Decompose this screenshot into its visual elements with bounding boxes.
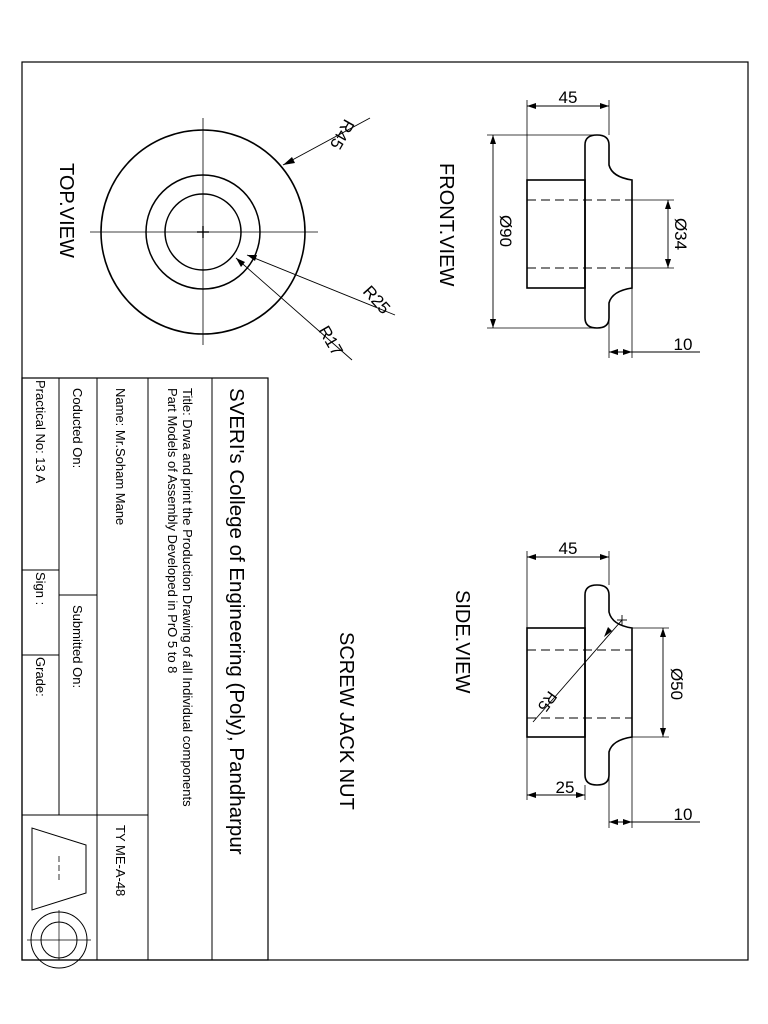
dim-side-length: 25 [556, 778, 575, 797]
side-view: R5 45 Ø50 25 10 SIDE.VIEW [451, 539, 700, 828]
title-line-2: Part Models of Assembly Developed in PrO… [165, 388, 180, 673]
front-flange-outline [584, 134, 633, 329]
sign-field: Sign : [33, 572, 48, 605]
submitted-on: Submitted On: [70, 605, 85, 688]
dim-r45: R45 [326, 116, 358, 153]
label-front-view: FRONT.VIEW [435, 163, 457, 286]
leader-r5 [532, 619, 623, 723]
dim-front-flange: 10 [674, 335, 693, 354]
conducted-on: Coducted On: [70, 388, 85, 468]
dim-side-dia: Ø50 [667, 668, 686, 700]
dim-side-width: 45 [559, 539, 578, 558]
roll-number: TY ME-A-48 [113, 825, 128, 896]
dim-front-bore-dia: Ø34 [671, 218, 690, 250]
leader-r45 [282, 117, 371, 166]
third-angle-projection-icon [27, 827, 91, 969]
practical-no: Practical No: 13 A [33, 380, 48, 484]
leader-r25 [246, 254, 396, 316]
dim-r17: R17 [315, 323, 347, 360]
grade-field: Grade: [33, 657, 48, 697]
side-flange-outline [584, 584, 633, 786]
top-view: R45 R25 R17 TOP.VIEW [55, 116, 396, 361]
front-view: 45 Ø90 Ø34 10 FRONT.VIEW [435, 88, 700, 358]
sheet-border [21, 61, 749, 961]
student-name: Name: Mr.Soham Mane [113, 388, 128, 525]
dim-side-flange: 10 [674, 805, 693, 824]
dim-front-outer-dia: Ø90 [496, 215, 515, 247]
part-name: SCREW JACK NUT [335, 632, 357, 810]
side-hub [526, 627, 586, 738]
leader-r17 [235, 257, 353, 361]
title-block: SVERI's College of Engineering (Poly), P… [21, 377, 269, 969]
label-side-view: SIDE.VIEW [451, 590, 473, 693]
front-hub [526, 179, 586, 289]
dim-front-width: 45 [559, 88, 578, 107]
college-name: SVERI's College of Engineering (Poly), P… [225, 388, 248, 855]
title-line-1: Title: Drwa and print the Production Dra… [180, 388, 195, 807]
dim-side-radius: R5 [534, 688, 560, 715]
label-top-view: TOP.VIEW [55, 163, 77, 258]
